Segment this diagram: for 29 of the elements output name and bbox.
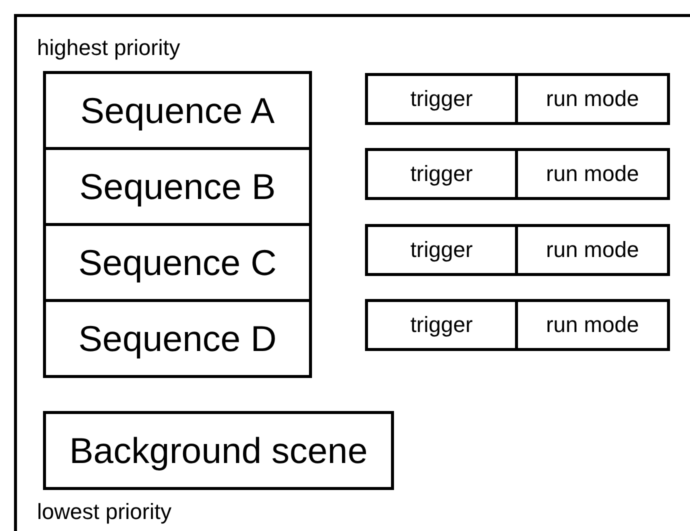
priority-label: highest priority <box>37 35 180 61</box>
scene-box <box>43 147 312 226</box>
scene-box <box>43 71 312 150</box>
setting-box <box>365 299 518 351</box>
box-label: trigger <box>410 237 473 263</box>
box-label: Sequence B <box>79 166 276 208</box>
setting-box <box>365 224 518 276</box>
box-label: trigger <box>410 86 473 112</box>
box-label: Sequence D <box>78 318 277 360</box>
setting-box <box>515 224 670 276</box>
box-label: Background scene <box>69 430 368 472</box>
setting-box <box>515 299 670 351</box>
setting-box <box>515 148 670 200</box>
box-label: run mode <box>546 312 639 338</box>
setting-box <box>515 73 670 125</box>
box-label: Sequence C <box>78 242 277 284</box>
priority-frame <box>14 14 690 531</box>
box-label: run mode <box>546 86 639 112</box>
setting-box <box>365 148 518 200</box>
box-label: trigger <box>410 161 473 187</box>
priority-label: lowest priority <box>37 499 172 525</box>
box-label: run mode <box>546 161 639 187</box>
scene-box <box>43 411 394 490</box>
setting-box <box>365 73 518 125</box>
scene-box <box>43 299 312 378</box>
box-label: Sequence A <box>80 90 275 132</box>
box-label: run mode <box>546 237 639 263</box>
scene-box <box>43 223 312 302</box>
box-label: trigger <box>410 312 473 338</box>
